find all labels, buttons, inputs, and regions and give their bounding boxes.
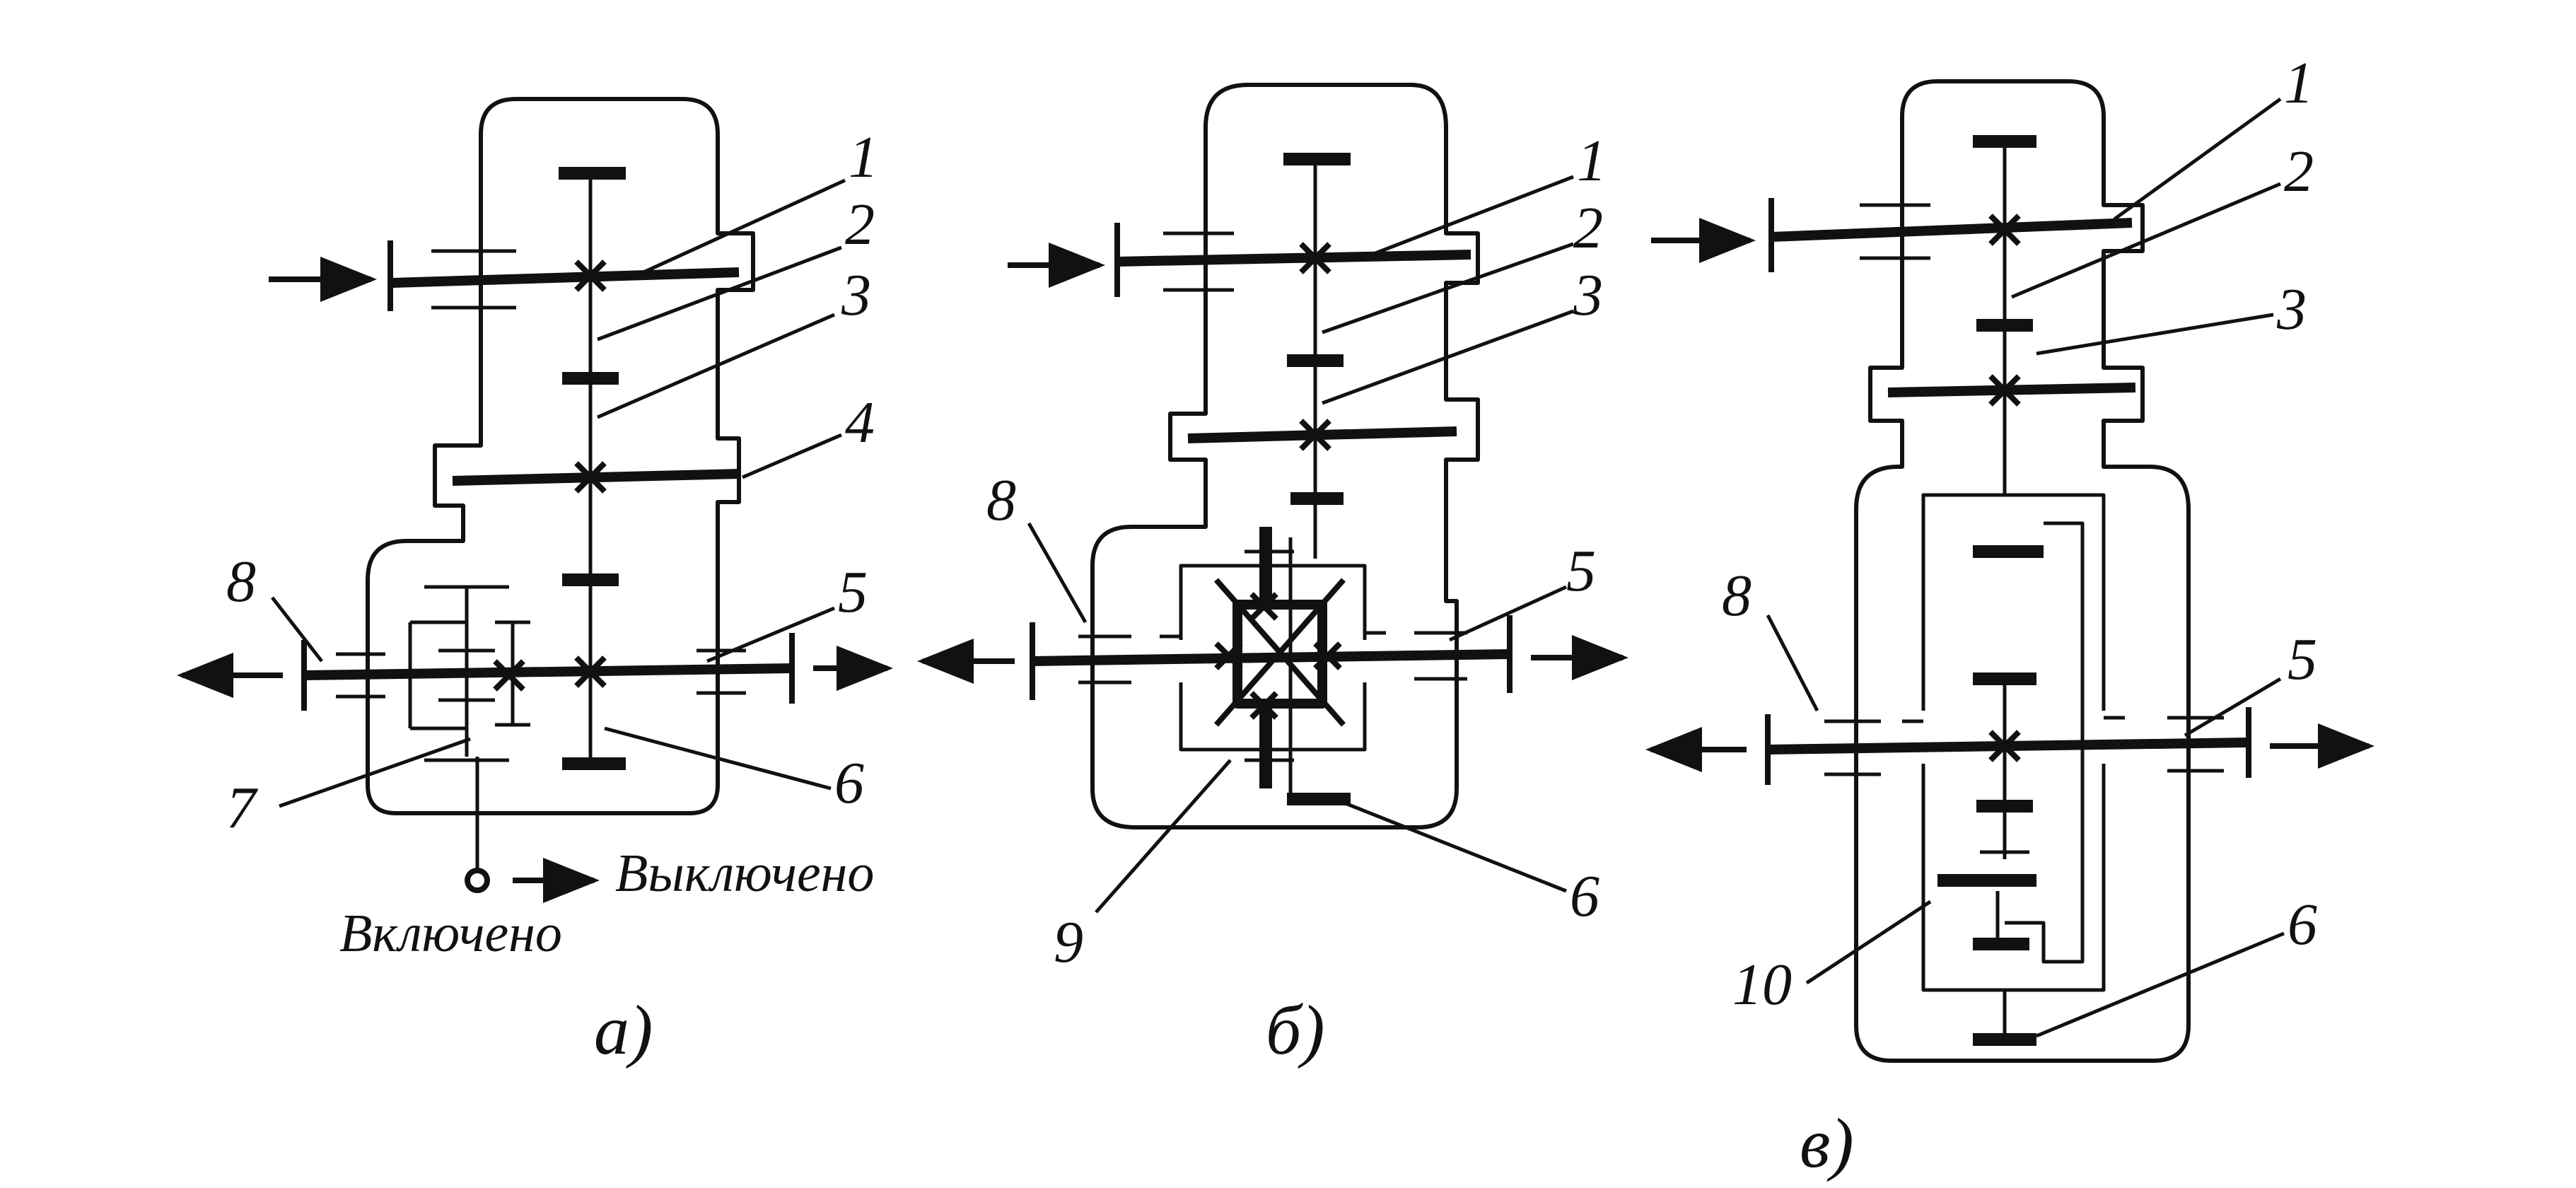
callout-6-a: 6: [834, 750, 864, 816]
leaders-c: [1766, 97, 2285, 1038]
state-off-label: Выключено: [615, 844, 874, 903]
caption-b: б): [1266, 991, 1325, 1069]
callout-1-c: 1: [2284, 50, 2314, 116]
callout-5-b: 5: [1566, 538, 1596, 604]
leaders-a: [271, 178, 846, 808]
input-shaft-b: [1117, 250, 1471, 267]
callout-10-c: 10: [1732, 952, 1792, 1018]
caption-a: а): [594, 991, 653, 1069]
callout-6-b: 6: [1570, 863, 1599, 929]
callout-7-a: 7: [226, 775, 258, 841]
cross-marks-b: [1214, 242, 1342, 720]
second-shaft-b: [1187, 426, 1457, 443]
differential-housing-b: [1179, 564, 1367, 752]
callout-5-a: 5: [838, 559, 868, 625]
callout-2-a: 2: [845, 192, 875, 257]
caption-c: в): [1800, 1104, 1854, 1182]
output-shaft-a: [303, 663, 793, 680]
input-shaft-c: [1771, 218, 2133, 242]
callout-1-a: 1: [849, 124, 878, 190]
diagram-a: 1 2 3 4 5 6 7 8 Выключено Включено а): [177, 97, 893, 1069]
callout-8-b: 8: [986, 467, 1016, 533]
clutch-assembly-7: [408, 585, 530, 870]
callout-3-a: 3: [841, 262, 871, 328]
callout-8-c: 8: [1722, 563, 1752, 629]
diagram-c: 1 2 3 5 6 8 10 в): [1645, 50, 2374, 1182]
callout-3-b: 3: [1573, 262, 1603, 328]
cross-marks-a: [493, 260, 607, 692]
callout-9-b: 9: [1054, 909, 1083, 975]
second-shaft-c: [1887, 383, 2136, 397]
housing-outline-a: [366, 97, 755, 815]
bearings-b: [1078, 631, 1467, 685]
input-shaft-a: [392, 267, 740, 288]
differential-9: [1213, 527, 1351, 805]
state-on-label: Включено: [339, 904, 562, 963]
bearings-c: [1824, 716, 2224, 776]
clutch-lever-pivot-a: [465, 868, 490, 893]
callout-2-b: 2: [1573, 195, 1603, 261]
callout-8-a: 8: [226, 549, 256, 615]
callout-4-a: 4: [845, 390, 875, 455]
callout-3-c: 3: [2276, 276, 2307, 342]
callout-2-c: 2: [2284, 139, 2314, 204]
second-shaft-a: [452, 469, 740, 486]
housing-outline-b: [1090, 83, 1480, 829]
callout-6-c: 6: [2287, 892, 2317, 957]
planetary-ring-c: [2005, 521, 2085, 964]
housing-outline-c: [1854, 79, 2191, 1063]
cross-marks-c: [1988, 214, 2021, 762]
callout-5-c: 5: [2287, 627, 2317, 692]
leaders-b: [1027, 175, 1574, 914]
output-shaft-b: [1032, 649, 1510, 666]
diagram-b: 1 2 3 5 6 8 9 б): [917, 83, 1628, 1069]
callout-1-b: 1: [1577, 128, 1607, 194]
inner-carrier-c: [1921, 493, 2106, 992]
